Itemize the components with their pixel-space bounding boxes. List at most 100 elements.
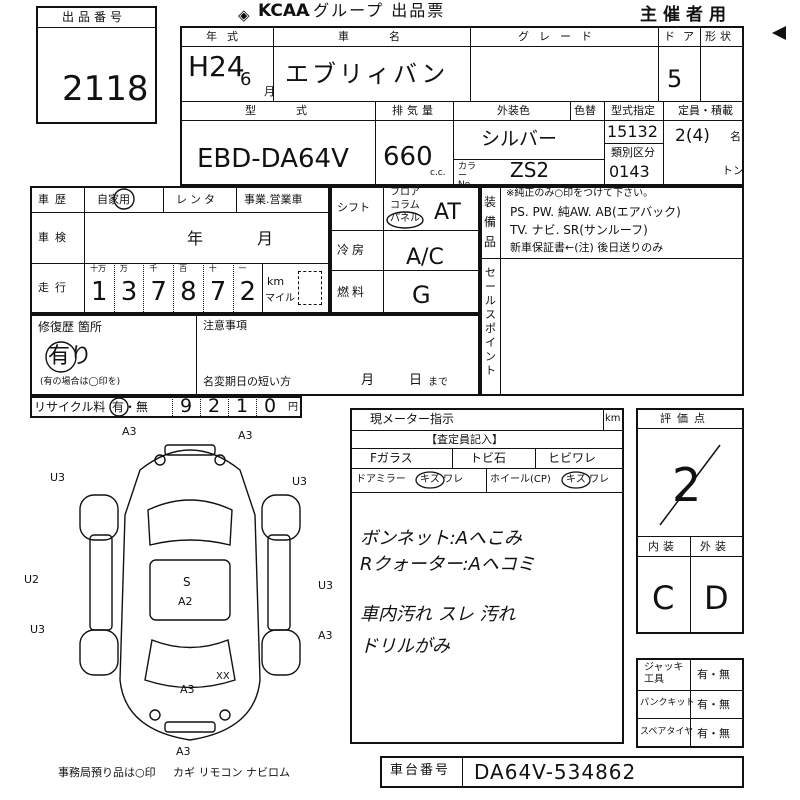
short-expiry-month: 月 (361, 373, 375, 388)
type-value: EBD-DA64V (197, 144, 349, 174)
diagram-mark-left-front: U3 (50, 471, 66, 484)
lot-number: 2118 (62, 69, 149, 109)
short-expiry-day: 日 (409, 373, 423, 388)
diagram-mark-roof-s: S (183, 575, 191, 589)
wheel-label: ホイール(CP) (490, 474, 551, 485)
office-items: カギ リモコン ナビロム (173, 766, 290, 779)
mileage-unit-label: 十万 (90, 264, 106, 273)
repair-value: 有り (48, 344, 93, 369)
form-title: .グループ 出品票 (306, 1, 446, 20)
doors-label: ドア (664, 30, 702, 43)
recycle-circle-mark (109, 397, 129, 417)
mileage-unit-label: 十 (208, 264, 217, 273)
usage-label: 車歴 (38, 193, 72, 206)
puncture-yes-no: 有・無 (697, 698, 730, 711)
color-no-label: カラー No. (458, 162, 477, 190)
diagram-mark-right-rear: A3 (318, 629, 333, 642)
inspection-label: 車検 (38, 231, 72, 244)
diagram-mark-front-left: A3 (122, 425, 137, 438)
inspection-panel (350, 408, 624, 744)
mileage-cell-divider (202, 263, 204, 314)
usage-rental: レンタ (176, 193, 218, 206)
short-expiry-label: 名変期日の短い方 (203, 375, 291, 388)
mileage-digit: 8 (180, 277, 197, 307)
glass-label: Fガラス (370, 451, 413, 465)
month-unit: 月 (264, 85, 275, 98)
shift-label: シフト (337, 201, 370, 214)
glass-chip: トビ石 (470, 451, 507, 465)
repair-notes-block (30, 314, 480, 396)
usage-commercial: 事業.営業車 (244, 193, 303, 206)
recycle-digit: 0 (264, 395, 277, 417)
mileage-unit-label: 一 (238, 264, 247, 273)
remark-line-4: ドリルがみ (360, 636, 450, 657)
puncture-label: パンクキット (640, 698, 695, 708)
score-slash-mark (659, 444, 721, 526)
displacement-unit: c.c. (430, 168, 446, 178)
month-value: 6 (240, 69, 252, 90)
mileage-digit: 2 (239, 277, 257, 307)
mileage-km: km (267, 275, 285, 288)
lot-number-box (36, 6, 157, 124)
color-value: シルバー (481, 128, 558, 150)
capacity-unit: 名 (730, 130, 741, 143)
repair-label: 修復歴 箇所 (38, 320, 102, 334)
recycle-cell-divider (200, 396, 201, 418)
name-label: 車名 (338, 30, 440, 43)
diagram-mark-left-rear: U3 (30, 623, 46, 636)
inspector-label: 【査定員記入】 (426, 433, 503, 446)
diagram-mark-front-right: A3 (238, 429, 253, 442)
fuel-value: G (412, 281, 431, 309)
diagram-mark-left-mid: U2 (24, 573, 40, 586)
name-value: エブリィバン (285, 60, 449, 88)
recycle-cell-divider (228, 396, 229, 418)
equipment-note: ※純正のみ○印をつけて下さい。 (506, 188, 654, 199)
recycle-cell-divider (172, 396, 173, 418)
chassis-block (380, 756, 744, 788)
mileage-unit-label: 百 (179, 264, 188, 273)
doors-value: 5 (667, 65, 683, 93)
wheel-circle-mark (561, 471, 591, 489)
mileage-unit-label: 千 (149, 264, 158, 273)
type-label: 型式 (245, 104, 347, 117)
mileage-cell-divider (173, 263, 175, 314)
category-value: 0143 (609, 162, 650, 181)
equipment-line1: PS. PW. 純AW. AB(エアバック) (510, 205, 681, 219)
sales-point-label: セールスポイント (485, 266, 496, 377)
mileage-digit: 7 (150, 277, 167, 307)
capacity-value: 2(4) (675, 126, 710, 146)
diagram-mark-rear-center: A3 (180, 683, 195, 696)
jack-yes-no: 有・無 (697, 668, 730, 681)
model-designation-label: 型式指定 (611, 104, 655, 117)
exterior-label: 外装 (700, 540, 730, 553)
chassis-value: DA64V-534862 (474, 760, 637, 784)
wheel-options: キズ ワレ (566, 474, 610, 485)
score-value: 2 (672, 458, 702, 512)
mileage-cell-divider (143, 263, 145, 314)
displacement-value: 660 (383, 142, 433, 172)
mileage-cell-divider (113, 263, 115, 314)
office-note: 事務局預り品は○印 (58, 766, 156, 779)
spare-label: スペアタイヤ (640, 727, 694, 737)
repair-note: (有の場合は◯印を) (40, 377, 121, 387)
recycle-block (30, 396, 302, 418)
repair-circle-mark (45, 341, 77, 373)
remark-line-1: ボンネット:Aへこみ (360, 528, 523, 549)
mechanical-block (330, 186, 480, 314)
mileage-digit: 1 (91, 277, 108, 307)
mileage-label: 走行 (38, 281, 72, 294)
category-label: 類別区分 (611, 146, 655, 159)
shift-floor: フロア (390, 187, 420, 198)
grade-label: グレード (518, 30, 602, 43)
year-label: 年式 (206, 30, 248, 43)
mirror-circle-mark (415, 471, 445, 489)
mileage-unit-label: 万 (119, 264, 128, 273)
diagram-mark-rear-xx: XX (216, 671, 230, 682)
recycle-label: リサイクル料 (34, 400, 106, 414)
mirror-options: キズ ワレ (420, 474, 464, 485)
lot-label: 出品番号 (62, 10, 127, 24)
mileage-digit: 3 (120, 277, 138, 307)
spare-yes-no: 有・無 (697, 727, 730, 740)
inspection-year: 年 (187, 229, 204, 248)
exterior-value: D (704, 579, 729, 617)
